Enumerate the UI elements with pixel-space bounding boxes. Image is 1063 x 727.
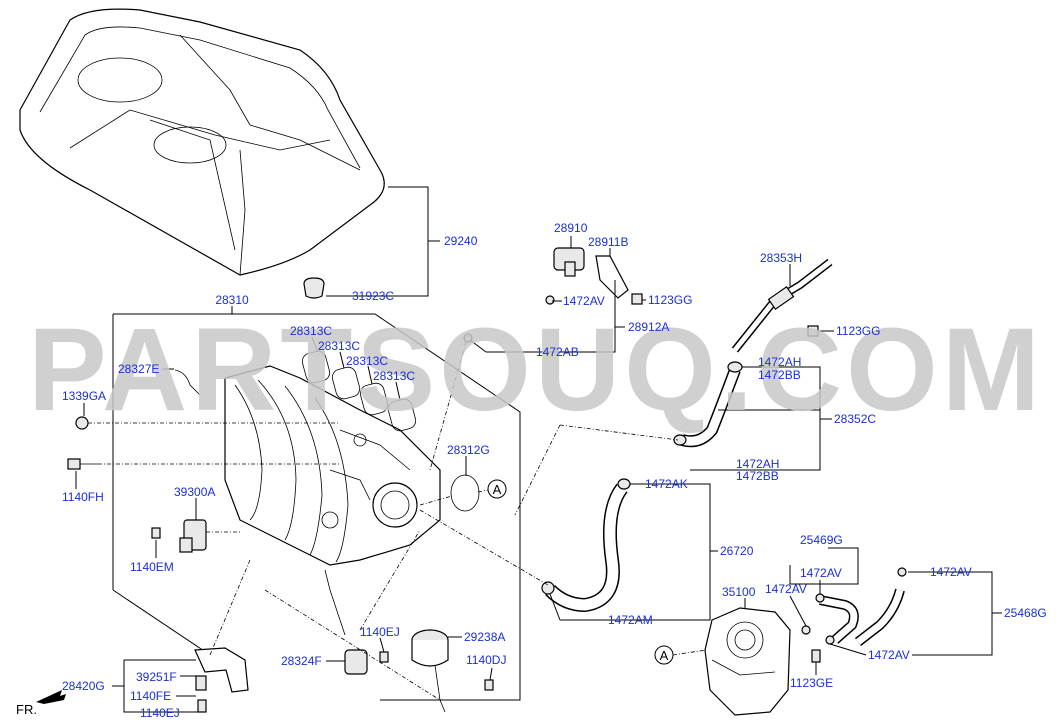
label-28310[interactable]: 28310 bbox=[215, 293, 249, 307]
label-28313C-4[interactable]: 28313C bbox=[373, 369, 415, 383]
label-31923C[interactable]: 31923C bbox=[352, 289, 394, 303]
bolt-1140EJ[interactable] bbox=[379, 651, 389, 663]
bolt-1140FH[interactable] bbox=[67, 458, 98, 470]
front-arrow-icon bbox=[36, 690, 66, 704]
label-1140DJ[interactable]: 1140DJ bbox=[466, 653, 506, 667]
label-28312G[interactable]: 28312G bbox=[447, 443, 490, 457]
label-1472BB-a[interactable]: 1472BB bbox=[758, 368, 801, 382]
label-1472AH-a[interactable]: 1472AH bbox=[758, 355, 801, 369]
label-1123GG-a[interactable]: 1123GG bbox=[648, 293, 692, 307]
label-28353H[interactable]: 28353H bbox=[760, 251, 802, 265]
label-1140FH[interactable]: 1140FH bbox=[62, 490, 104, 504]
label-1472AV-a[interactable]: 1472AV bbox=[563, 294, 605, 308]
pcv-valve-28910[interactable] bbox=[553, 247, 585, 277]
label-28911B[interactable]: 28911B bbox=[588, 235, 628, 249]
label-1123GG-b[interactable]: 1123GG bbox=[836, 324, 880, 338]
clamp-1472AH[interactable] bbox=[673, 361, 743, 446]
cover-grommet[interactable] bbox=[303, 277, 325, 299]
engine-cover[interactable] bbox=[19, 8, 385, 276]
label-1472AV-c[interactable]: 1472AV bbox=[765, 582, 807, 596]
leader-lines bbox=[75, 186, 1002, 713]
label-1472AK[interactable]: 1472AK bbox=[645, 477, 688, 491]
actuator-29238A[interactable] bbox=[411, 629, 449, 713]
label-28313C-3[interactable]: 28313C bbox=[346, 354, 388, 368]
label-28313C-2[interactable]: 28313C bbox=[318, 339, 360, 353]
label-28420G[interactable]: 28420G bbox=[62, 679, 105, 693]
clamp-1472AM[interactable] bbox=[541, 581, 555, 595]
callout-a-manifold: A bbox=[493, 482, 502, 497]
label-1472AV-e[interactable]: 1472AV bbox=[868, 648, 910, 662]
breather-hose-28352C[interactable] bbox=[680, 367, 741, 448]
hose-28912A[interactable] bbox=[479, 300, 554, 345]
label-1472AV-d[interactable]: 1472AV bbox=[930, 565, 972, 579]
label-28910[interactable]: 28910 bbox=[554, 221, 588, 235]
label-1472AM[interactable]: 1472AM bbox=[608, 613, 653, 627]
bolt-1140DJ[interactable] bbox=[484, 679, 494, 691]
label-29238A[interactable]: 29238A bbox=[464, 630, 505, 644]
bracket-28420G[interactable] bbox=[194, 647, 249, 713]
label-1140EM[interactable]: 1140EM bbox=[130, 560, 174, 574]
bolt-1123GE[interactable] bbox=[811, 649, 821, 663]
label-28324F[interactable]: 28324F bbox=[281, 654, 322, 668]
clamp-1472AV-a[interactable] bbox=[545, 295, 555, 305]
hose-26720[interactable] bbox=[545, 483, 628, 613]
hose-28324F[interactable] bbox=[324, 569, 368, 675]
label-29240[interactable]: 29240 bbox=[444, 234, 478, 248]
part-labels: 29240 31923C 28310 28313C 28313C 28313C … bbox=[62, 221, 1047, 720]
breather-pipe-28353H[interactable] bbox=[731, 258, 833, 353]
front-direction-indicator: FR. bbox=[16, 690, 66, 717]
bolt-1140EM[interactable] bbox=[151, 527, 161, 539]
label-25469G[interactable]: 25469G bbox=[800, 533, 843, 547]
label-39251F[interactable]: 39251F bbox=[136, 670, 177, 684]
throttle-body-35100[interactable] bbox=[704, 607, 791, 716]
label-1339GA[interactable]: 1339GA bbox=[62, 389, 106, 403]
label-39300A[interactable]: 39300A bbox=[174, 485, 215, 499]
watermark: PARTSOUQ.COM bbox=[28, 304, 1044, 436]
label-28313C-1[interactable]: 28313C bbox=[290, 324, 332, 338]
label-1140EJ-a[interactable]: 1140EJ bbox=[140, 706, 180, 720]
label-1140EJ-b[interactable]: 1140EJ bbox=[360, 625, 400, 639]
intake-gaskets[interactable] bbox=[301, 349, 418, 432]
bolt-1123GG-a[interactable] bbox=[631, 293, 643, 305]
label-1472AV-b[interactable]: 1472AV bbox=[800, 566, 842, 580]
label-35100[interactable]: 35100 bbox=[722, 585, 756, 599]
label-1123GE[interactable]: 1123GE bbox=[790, 676, 833, 690]
label-28327E[interactable]: 28327E bbox=[118, 362, 159, 376]
hose-25468G[interactable] bbox=[854, 588, 905, 646]
pcv-hose-28327E[interactable] bbox=[174, 369, 201, 396]
intake-manifold[interactable] bbox=[224, 365, 441, 566]
clamp-1472AK[interactable] bbox=[617, 478, 631, 490]
label-1472BB-b[interactable]: 1472BB bbox=[736, 469, 779, 483]
label-26720[interactable]: 26720 bbox=[720, 544, 754, 558]
callout-a-throttle: A bbox=[660, 648, 669, 663]
label-28352C[interactable]: 28352C bbox=[834, 412, 876, 426]
hose-25469G[interactable] bbox=[819, 595, 859, 644]
label-25468G[interactable]: 25468G bbox=[1004, 606, 1047, 620]
throttle-gasket[interactable] bbox=[450, 474, 480, 512]
label-1140FE[interactable]: 1140FE bbox=[130, 689, 171, 703]
label-1472AB[interactable]: 1472AB bbox=[536, 345, 579, 359]
label-28912A[interactable]: 28912A bbox=[628, 320, 669, 334]
map-sensor-39300A[interactable] bbox=[179, 519, 207, 553]
front-label: FR. bbox=[16, 702, 37, 717]
bracket-28911B[interactable] bbox=[595, 255, 629, 299]
label-1472AH-b[interactable]: 1472AH bbox=[736, 457, 779, 471]
